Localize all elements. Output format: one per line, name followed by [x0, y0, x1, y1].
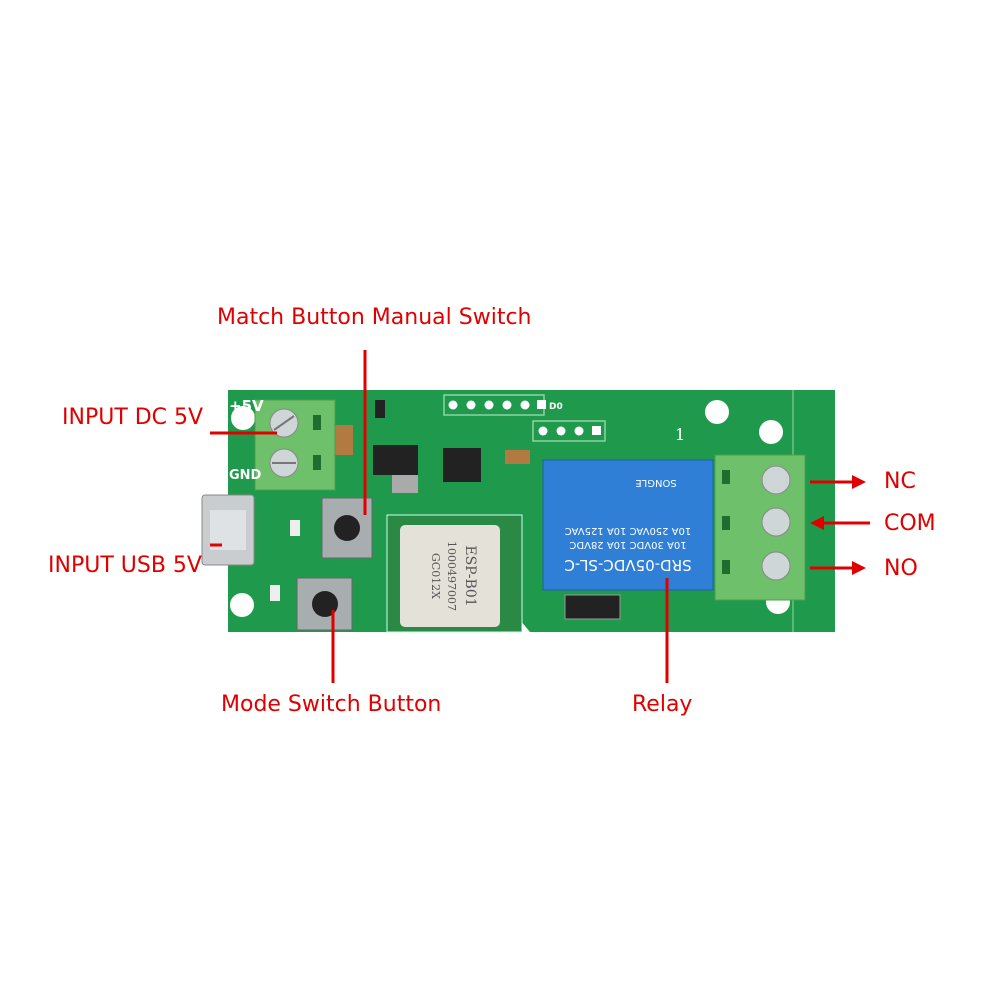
smd-capacitor	[505, 450, 530, 464]
header-pins-second	[532, 420, 606, 442]
relay-print: SRD-05VDC-SL-C 10A 30VDC 10A 28VDC 10A 2…	[564, 477, 691, 574]
led	[290, 520, 300, 536]
module-print: ESP-B01 1000497007 GC012X	[429, 541, 478, 611]
relay-rating-2: 10A 250VAC 10A 125VAC	[565, 525, 692, 536]
relay-label: Relay	[632, 692, 693, 717]
mounting-hole	[231, 406, 255, 430]
input-usb-label: INPUT USB 5V	[48, 553, 202, 578]
module-model: ESP-B01	[462, 545, 478, 606]
no-label: NO	[884, 556, 918, 581]
relay-rating-1: 10A 30VDC 10A 28VDC	[569, 539, 686, 550]
input-dc-label: INPUT DC 5V	[62, 405, 204, 430]
diode	[564, 594, 621, 620]
com-arrowhead-icon	[810, 516, 824, 530]
transistor	[375, 400, 385, 418]
match-button-label: Match Button Manual Switch	[217, 305, 532, 330]
wifi-module-shield	[400, 525, 500, 627]
nc-label: NC	[884, 469, 916, 494]
screw-icon	[761, 507, 791, 537]
silk-gnd: GND	[229, 468, 262, 483]
com-label: COM	[884, 511, 936, 536]
no-arrowhead-icon	[852, 561, 866, 575]
module-serial: 1000497007	[445, 541, 458, 611]
mounting-hole	[230, 593, 254, 617]
mode-button-label: Mode Switch Button	[221, 692, 442, 717]
capacitor	[335, 425, 353, 455]
mounting-hole	[759, 420, 783, 444]
ic-chip	[443, 448, 481, 482]
relay-model: SRD-05VDC-SL-C	[564, 556, 691, 574]
mode-button[interactable]	[296, 577, 353, 631]
silk-plus5v: +5V	[229, 397, 264, 415]
header-pin-row-2	[538, 426, 601, 436]
module-code: GC012X	[429, 553, 442, 599]
led	[270, 585, 280, 601]
regulator-tab	[392, 475, 418, 493]
voltage-regulator	[373, 445, 418, 475]
dc-terminal-block	[254, 399, 336, 491]
header-pin-row	[448, 400, 546, 410]
nc-arrowhead-icon	[852, 475, 866, 489]
mounting-hole	[705, 400, 729, 424]
relay-brand: SONGLE	[635, 477, 676, 488]
screw-icon	[761, 551, 791, 581]
silk-one: 1	[675, 425, 685, 444]
screw-icon	[761, 465, 791, 495]
relay-body	[542, 459, 714, 591]
silk-d0: D0	[549, 402, 563, 412]
